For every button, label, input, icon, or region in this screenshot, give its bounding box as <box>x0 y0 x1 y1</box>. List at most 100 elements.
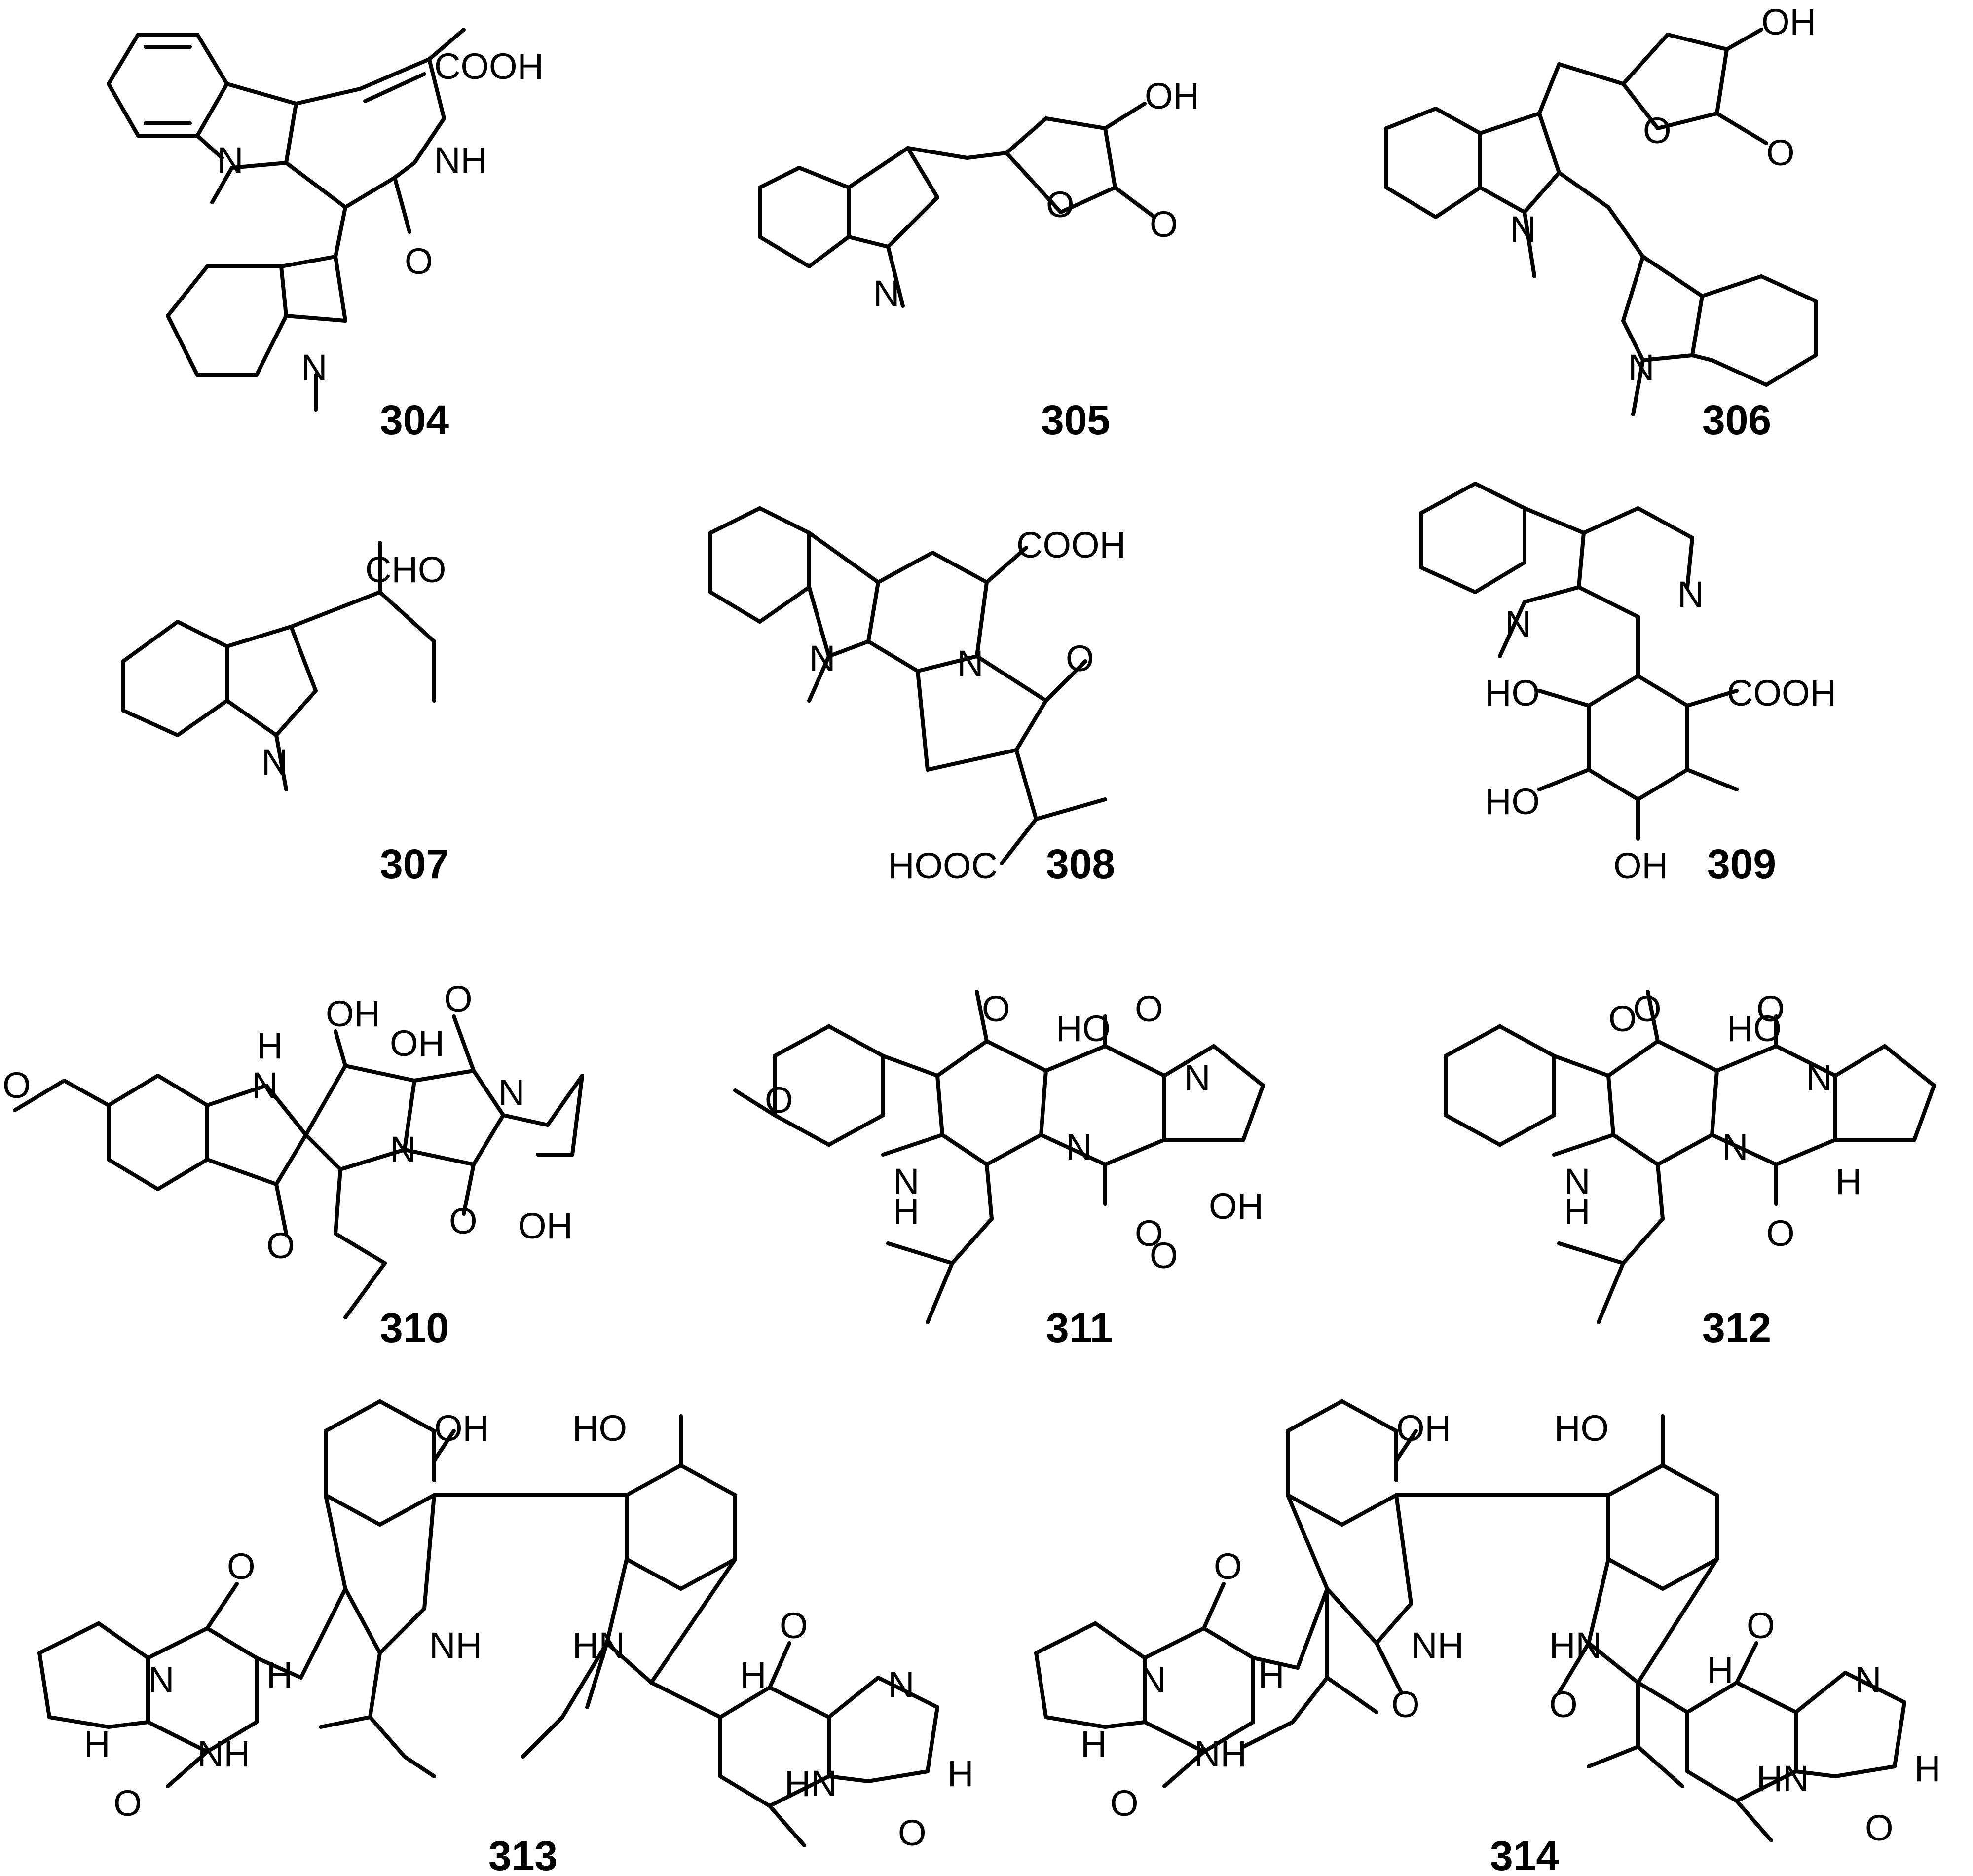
atom-label: O <box>1135 988 1163 1029</box>
compound-311: O HO O N N O OH N H O O 311 <box>733 988 1265 1351</box>
atom-label: O <box>1608 998 1637 1039</box>
atom-label: O <box>780 1605 808 1646</box>
bonds <box>1384 28 1818 416</box>
bonds <box>13 1014 584 1319</box>
atom-label: HN <box>572 1625 625 1666</box>
atom-label: O <box>113 1783 142 1824</box>
atom-label: OH <box>1209 1186 1264 1227</box>
atom-label: O <box>449 1201 478 1241</box>
atom-label: O <box>266 1225 295 1266</box>
atom-label: O <box>2 1065 31 1106</box>
compound-304: COOH NH N N O 304 <box>107 28 544 443</box>
atom-label: N <box>1722 1126 1748 1167</box>
compound-312: O HO O N N O H N H O 312 <box>1444 988 1936 1351</box>
atom-label: COOH <box>434 46 544 87</box>
atom-label: COOH <box>1727 673 1836 713</box>
atom-label: N <box>301 347 327 388</box>
atom-label: HO <box>1485 673 1540 713</box>
atom-label: O <box>1135 1213 1163 1254</box>
compound-308: COOH N N O HOOC 308 <box>708 506 1126 887</box>
atom-label: N <box>498 1072 524 1113</box>
atom-label: NH <box>434 140 487 181</box>
compound-number: 305 <box>1041 397 1110 443</box>
atom-label: NH <box>1411 1625 1464 1666</box>
atom-label: O <box>982 988 1010 1029</box>
compound-314: OH HO NH HN O O N O H NH O H O N H HN O … <box>1034 1399 1940 1876</box>
atom-label: OH <box>326 993 380 1034</box>
atom-label: N <box>893 1161 919 1202</box>
compound-number: 308 <box>1046 841 1115 887</box>
atom-label: H <box>1258 1654 1284 1695</box>
atom-label: NH <box>429 1625 482 1666</box>
atom-label: N <box>390 1129 416 1170</box>
bonds <box>1444 990 1936 1324</box>
compound-309: N N HO COOH HO OH 309 <box>1419 482 1836 887</box>
atom-label: HOOC <box>888 845 998 886</box>
atom-label: NH <box>1194 1733 1247 1774</box>
atom-label: O <box>765 1080 793 1121</box>
atom-label: N <box>148 1659 174 1700</box>
atom-label: O <box>1643 110 1672 151</box>
atom-label: O <box>444 978 473 1019</box>
bonds <box>1034 1399 1906 1842</box>
atom-label: O <box>1110 1783 1139 1824</box>
atom-label: HN <box>1549 1625 1602 1666</box>
atom-label: N <box>1564 1161 1590 1202</box>
atom-label: CHO <box>365 549 446 590</box>
atom-label: OH <box>434 1408 489 1449</box>
atom-label: N <box>1855 1659 1881 1700</box>
atom-label: N <box>1510 209 1536 250</box>
atom-label: OH <box>1145 75 1199 116</box>
atom-label: O <box>1066 638 1094 679</box>
atom-label: H <box>1914 1748 1940 1789</box>
atom-label: OH <box>1396 1408 1451 1449</box>
atom-label: HO <box>572 1408 627 1449</box>
atom-label: O <box>1747 1605 1775 1646</box>
atom-label: N <box>1677 574 1704 615</box>
compound-number: 310 <box>380 1305 449 1351</box>
atom-label: N <box>1140 1659 1166 1700</box>
compound-307: CHO N 307 <box>121 541 449 887</box>
atom-label: H <box>893 1191 919 1232</box>
compound-number: 312 <box>1702 1305 1771 1351</box>
atom-label: N <box>888 1664 914 1705</box>
atom-label: N <box>1505 603 1531 644</box>
bonds <box>758 102 1156 308</box>
atom-label: N <box>1806 1057 1832 1098</box>
atom-label: O <box>1150 1235 1178 1276</box>
atom-label: OH <box>1761 1 1816 42</box>
atom-label: H <box>84 1724 110 1764</box>
atom-label: HO <box>1727 1008 1782 1049</box>
atom-label: H <box>1564 1191 1590 1232</box>
compound-305: OH O O N 305 <box>758 75 1199 443</box>
atom-label: O <box>1865 1807 1894 1848</box>
atom-label: O <box>1549 1684 1578 1725</box>
bonds <box>37 1399 939 1847</box>
compound-310: H N OH OH O N N O O OH O 310 <box>2 978 584 1351</box>
bonds <box>121 541 436 791</box>
compound-306: OH O O N N 306 <box>1384 1 1818 443</box>
atom-label: HO <box>1056 1008 1111 1049</box>
atom-label: H <box>266 1654 293 1695</box>
atom-label: H <box>1707 1650 1733 1690</box>
compound-313: OH HO NH HN N O H NH O H O N H HN O H 31… <box>37 1399 973 1876</box>
atom-label: N <box>873 273 899 314</box>
atom-label: N <box>1628 347 1654 388</box>
atom-label: HN <box>784 1763 837 1804</box>
atom-label: O <box>1633 988 1662 1029</box>
atom-label: O <box>405 241 433 282</box>
bonds <box>708 506 1107 865</box>
compound-number: 307 <box>380 841 449 887</box>
bonds <box>1419 482 1739 841</box>
atom-label: O <box>1766 132 1795 173</box>
atom-label: HO <box>1554 1408 1609 1449</box>
atom-label: N <box>252 1065 278 1106</box>
atom-label: N <box>809 638 835 679</box>
bonds <box>733 990 1265 1324</box>
atom-label: O <box>1150 204 1178 245</box>
atom-label: H <box>1835 1161 1861 1202</box>
compound-number: 304 <box>380 397 449 443</box>
compound-number: 314 <box>1490 1833 1559 1876</box>
compound-number: 309 <box>1707 841 1776 887</box>
